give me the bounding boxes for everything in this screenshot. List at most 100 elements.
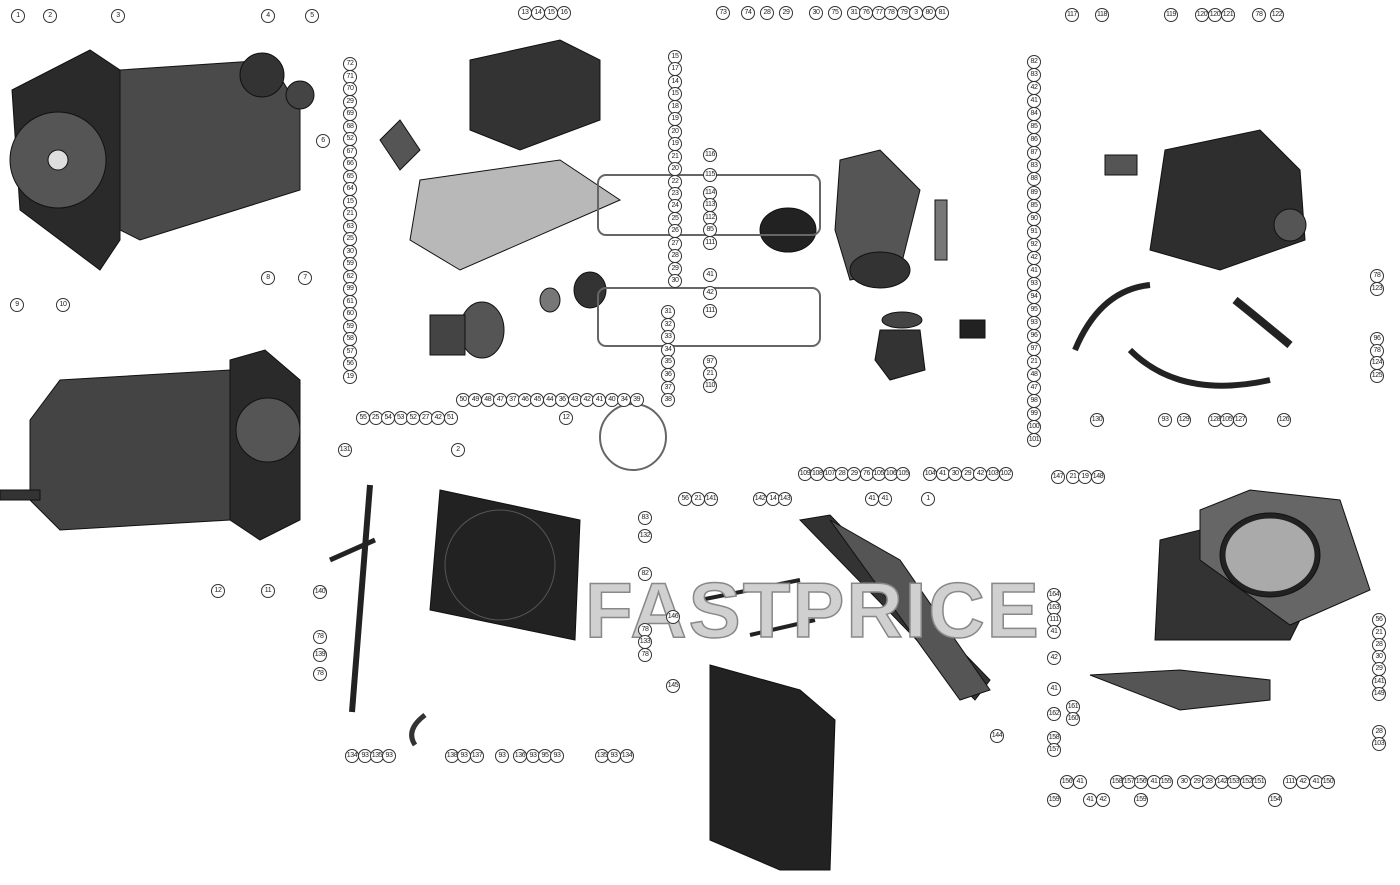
part-callout-151: 151 (1252, 775, 1266, 789)
part-callout-83: 83 (638, 511, 652, 525)
part-callout-93: 93 (358, 749, 372, 763)
engine-with-fan-shroud-lower-left (0, 349, 301, 541)
part-callout-103: 103 (1372, 737, 1386, 751)
part-callout-157: 157 (1047, 743, 1061, 757)
part-callout-41: 41 (703, 268, 717, 282)
part-callout-157: 157 (1122, 775, 1136, 789)
part-callout-113: 113 (703, 198, 717, 212)
part-callout-110: 110 (703, 379, 717, 393)
part-callout-12: 12 (211, 584, 225, 598)
part-callout-93: 93 (1027, 316, 1041, 330)
part-callout-90: 90 (1027, 211, 1041, 226)
part-callout-82: 82 (1027, 55, 1041, 69)
part-callout-93: 93 (1158, 413, 1172, 427)
radiator-fan-shroud-bottom-right (1089, 489, 1371, 711)
part-callout-7: 7 (298, 271, 312, 285)
part-callout-78: 78 (638, 648, 652, 662)
part-callout-100: 100 (1027, 420, 1041, 435)
part-callout-41: 41 (865, 492, 879, 506)
part-callout-141: 141 (704, 492, 718, 506)
part-callout-154: 154 (1268, 793, 1282, 807)
part-callout-120: 120 (1195, 8, 1209, 22)
part-callout-142: 142 (753, 492, 767, 506)
part-callout-105: 105 (896, 467, 911, 481)
part-callout-3: 3 (909, 6, 923, 20)
part-callout-155: 155 (1159, 775, 1173, 789)
part-callout-159: 159 (1134, 793, 1148, 807)
part-callout-41: 41 (1027, 263, 1041, 278)
part-callout-89: 89 (1027, 185, 1041, 200)
part-callout-28: 28 (1202, 775, 1216, 789)
part-callout-68: 68 (343, 119, 357, 134)
part-callout-118: 118 (1095, 8, 1109, 22)
part-callout-122: 122 (1270, 8, 1284, 22)
part-callout-137: 137 (470, 749, 484, 763)
part-callout-14: 14 (531, 6, 545, 20)
part-callout-24: 24 (668, 199, 682, 214)
part-callout-82: 82 (638, 567, 652, 581)
part-callout-95: 95 (1027, 302, 1041, 317)
part-callout-19: 19 (343, 369, 357, 384)
part-callout-6: 6 (316, 134, 330, 148)
part-callout-43: 43 (567, 393, 582, 407)
engine-block-right (759, 149, 986, 381)
highlight-circle (599, 403, 667, 471)
part-callout-130: 130 (1090, 413, 1104, 427)
part-callout-28: 28 (760, 6, 774, 20)
part-callout-78: 78 (313, 630, 327, 644)
part-callout-153: 153 (1227, 775, 1241, 789)
part-callout-140: 140 (313, 585, 327, 599)
part-callout-83: 83 (1027, 159, 1041, 174)
part-callout-105: 105 (1220, 413, 1234, 427)
part-callout-146: 146 (666, 610, 680, 624)
part-callout-74: 74 (741, 6, 755, 20)
part-callout-42: 42 (1027, 81, 1041, 96)
part-callout-106: 106 (884, 467, 899, 481)
part-callout-134: 134 (345, 749, 359, 763)
part-callout-28: 28 (834, 467, 849, 481)
part-callout-25: 25 (343, 232, 357, 246)
part-callout-119: 119 (1164, 8, 1178, 22)
part-callout-102: 102 (998, 467, 1013, 481)
part-callout-149: 149 (1372, 687, 1386, 701)
part-callout-88: 88 (1027, 172, 1041, 187)
engine-block-center (379, 39, 622, 359)
part-callout-92: 92 (1027, 237, 1041, 252)
part-callout-131: 131 (338, 443, 352, 457)
part-callout-42: 42 (1027, 250, 1041, 265)
part-callout-18: 18 (668, 99, 682, 114)
part-callout-150: 150 (1321, 775, 1335, 789)
part-callout-83: 83 (1027, 68, 1041, 83)
part-callout-139: 139 (313, 648, 327, 662)
part-callout-147: 147 (1051, 470, 1065, 484)
part-callout-30: 30 (1177, 775, 1191, 789)
part-callout-41: 41 (878, 492, 892, 506)
part-callout-133: 133 (638, 635, 652, 649)
part-callout-76: 76 (859, 467, 874, 481)
part-callout-164: 164 (1047, 588, 1061, 602)
part-callout-93: 93 (382, 749, 396, 763)
part-callout-21: 21 (1027, 355, 1041, 370)
part-callout-56: 56 (1372, 613, 1386, 627)
part-callout-55: 55 (356, 411, 370, 425)
part-callout-111: 111 (1047, 613, 1061, 627)
part-callout-1: 1 (921, 492, 935, 506)
part-callout-136: 136 (513, 749, 527, 763)
part-callout-42: 42 (1096, 793, 1110, 807)
part-callout-47: 47 (1027, 381, 1041, 396)
part-callout-5: 5 (305, 9, 319, 23)
part-callout-85: 85 (1027, 120, 1041, 135)
part-callout-78: 78 (313, 667, 327, 681)
part-callout-41: 41 (1073, 775, 1087, 789)
part-callout-115: 115 (703, 168, 717, 182)
part-callout-13: 13 (518, 6, 532, 20)
part-callout-85: 85 (1027, 198, 1041, 213)
part-callout-123: 123 (1370, 282, 1384, 296)
part-callout-39: 39 (629, 393, 644, 407)
part-callout-56: 56 (678, 492, 692, 506)
part-callout-87: 87 (1027, 146, 1041, 161)
part-callout-1: 1 (11, 9, 25, 23)
part-callout-93: 93 (550, 749, 564, 763)
part-callout-125: 125 (1370, 369, 1384, 383)
